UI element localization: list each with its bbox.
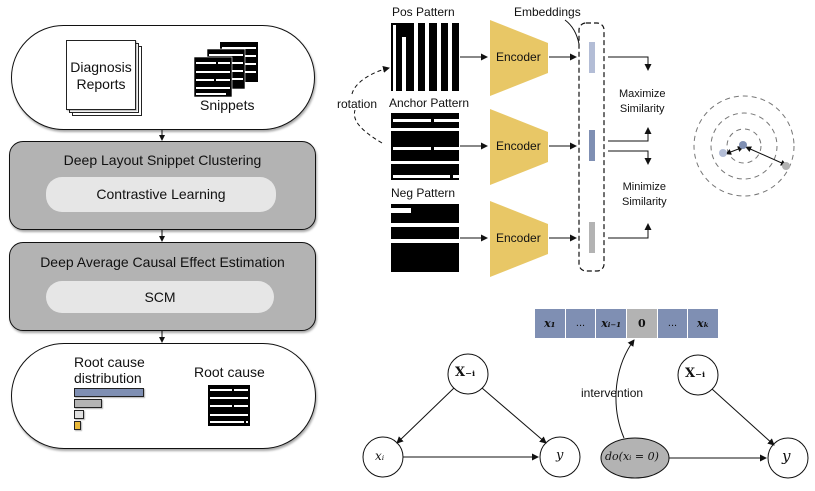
right-top-node-label: X₋ᵢ [685, 366, 706, 381]
document-label-line2: Reports [76, 76, 126, 92]
anchor-pattern-image [391, 113, 459, 180]
embeddings-pointer [564, 19, 580, 45]
embedding-pos [589, 42, 595, 73]
encoder-neg-label: Encoder [496, 231, 541, 245]
right-graph-y-node [767, 437, 809, 479]
intervention-arrow [615, 339, 635, 439]
embedding-neg [589, 222, 595, 253]
pos-pattern-label: Pos Pattern [392, 5, 455, 19]
neg-pattern-label: Neg Pattern [391, 186, 456, 200]
encoder-pos-label: Encoder [496, 50, 541, 64]
snippets-icon [194, 42, 258, 98]
pipeline-arrows [159, 130, 165, 343]
vector-cell: 0 [627, 309, 658, 338]
stage-clustering-title: Deep Layout Snippet Clustering [63, 152, 262, 168]
contrastive-learning-box: Contrastive Learning [46, 177, 276, 212]
do-node-label: do(xᵢ = 0) [605, 450, 659, 463]
arrow-anchor-minimize [608, 150, 652, 165]
distribution-bar [74, 388, 144, 397]
output-stage: Root cause distribution Root cause [11, 343, 316, 449]
root-cause-pattern-icon [208, 385, 250, 426]
right-graph-top-node [677, 354, 719, 396]
left-graph-y-node [539, 436, 581, 478]
maximize-line2: Similarity [619, 103, 665, 115]
scm-label: SCM [144, 289, 176, 305]
distribution-label: Root cause distribution [74, 354, 145, 386]
anchor-pattern-label: Anchor Pattern [389, 96, 470, 110]
minimize-similarity-label: Minimize Similarity [622, 180, 667, 210]
right-y-node-label: y [782, 447, 791, 465]
encoder-neg [490, 201, 548, 277]
embedding-anchor [589, 130, 595, 161]
contrastive-learning-label: Contrastive Learning [96, 186, 226, 202]
vector-cell: ... [657, 309, 689, 338]
embeddings-label: Embeddings [514, 5, 581, 19]
rotation-label: rotation [337, 97, 378, 111]
arrow-pos-similarity [608, 56, 652, 71]
stage-causal-estimation: Deep Average Causal Effect Estimation SC… [9, 242, 316, 331]
neg-point [782, 162, 790, 170]
arrow-neg-similarity [608, 223, 652, 239]
snippets-label: Snippets [200, 97, 255, 113]
pos-point [719, 149, 727, 157]
stage-clustering: Deep Layout Snippet Clustering Contrasti… [9, 141, 316, 230]
embeddings-container [578, 22, 605, 272]
minimize-line1: Minimize [622, 181, 667, 193]
document-stack-icon: Diagnosis Reports [66, 40, 142, 116]
left-top-node-label: X₋ᵢ [455, 365, 476, 380]
encoder-anchor [490, 109, 548, 185]
pos-pattern-image [391, 23, 459, 91]
root-cause-label: Root cause [194, 364, 265, 380]
embedding-space [693, 95, 795, 197]
scm-box: SCM [46, 281, 274, 313]
causal-graphs [362, 339, 809, 479]
distribution-bar [74, 399, 102, 408]
vector-cell: x₁ [535, 309, 566, 338]
document-label-line1: Diagnosis [70, 59, 132, 75]
distribution-label-line1: Root cause [74, 354, 145, 370]
intervention-label: intervention [581, 386, 644, 400]
rotation-arrow [351, 68, 389, 144]
distribution-bar [74, 421, 81, 430]
vector-cell: ... [565, 309, 597, 338]
distribution-label-line2: distribution [74, 370, 142, 386]
distribution-bar [74, 410, 85, 419]
left-graph-top-node [447, 353, 489, 395]
encoder-anchor-label: Encoder [496, 139, 541, 153]
document-label: Diagnosis Reports [67, 59, 135, 93]
minimize-line2: Similarity [622, 196, 667, 208]
input-stage: Diagnosis Reports Snippets [11, 25, 315, 130]
left-xi-node-label: xᵢ [375, 449, 385, 463]
arrow-anchor-maximize [608, 127, 652, 142]
vector-cell: xᵢ₋₁ [596, 309, 627, 338]
maximize-similarity-label: Maximize Similarity [619, 87, 665, 117]
anchor-point [739, 141, 747, 149]
distribution-bars [74, 388, 144, 430]
neg-pattern-image [391, 204, 459, 272]
left-y-node-label: y [556, 448, 564, 463]
maximize-line1: Maximize [619, 88, 666, 100]
vector-cell: xₖ [688, 309, 719, 338]
contrastive-diagram [351, 19, 795, 277]
encoder-pos [490, 20, 548, 96]
stage-causal-title: Deep Average Causal Effect Estimation [40, 254, 285, 270]
